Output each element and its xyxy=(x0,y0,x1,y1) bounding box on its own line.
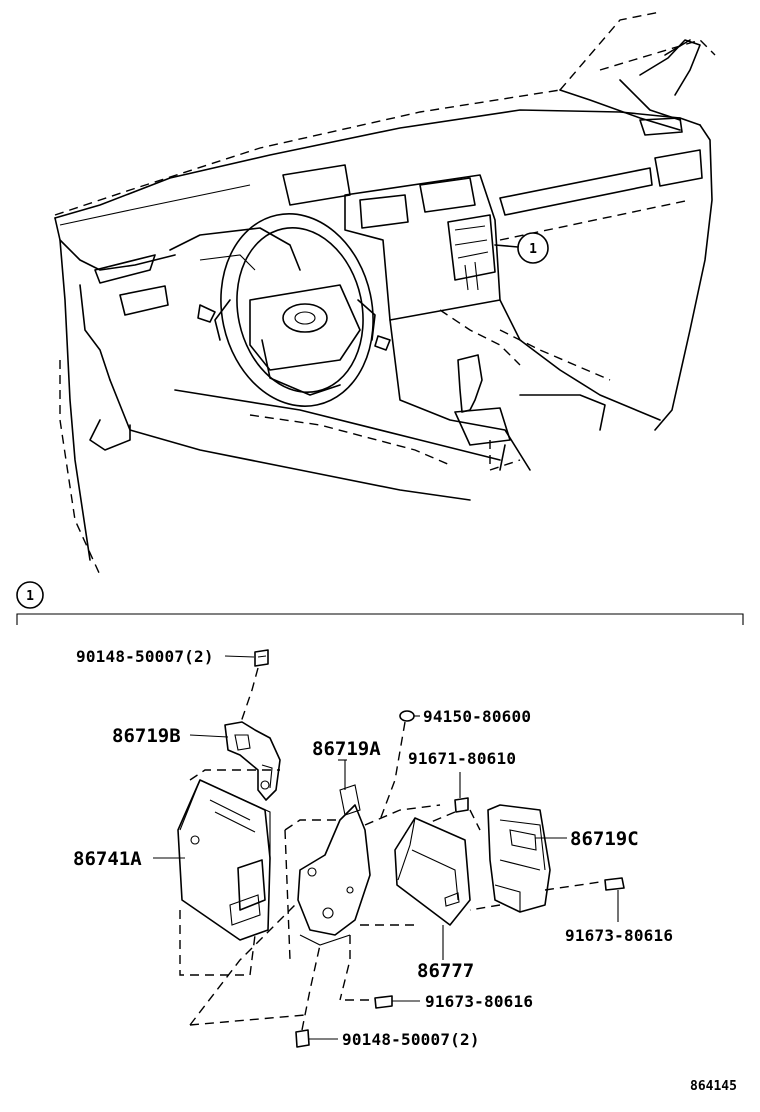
part-label-86777: 86777 xyxy=(417,960,474,982)
section-marker-number: 1 xyxy=(26,589,34,604)
part-label-86719b: 86719B xyxy=(112,725,181,747)
part-label-91673-right: 91673-80616 xyxy=(565,926,673,945)
part-label-90148-bottom: 90148-50007(2) xyxy=(342,1030,480,1049)
dashboard-illustration: 1 xyxy=(54,11,716,576)
part-label-86719c: 86719C xyxy=(570,828,639,850)
exploded-parts xyxy=(153,649,625,1048)
part-label-86741a: 86741A xyxy=(73,848,142,870)
part-label-94150: 94150-80600 xyxy=(423,707,531,726)
part-label-91673-lower: 91673-80616 xyxy=(425,992,533,1011)
part-label-90148-top: 90148-50007(2) xyxy=(76,647,214,666)
part-label-86719a: 86719A xyxy=(312,738,381,760)
diagram-id: 864145 xyxy=(690,1079,737,1094)
callout-number: 1 xyxy=(529,242,537,257)
part-label-91671: 91671-80610 xyxy=(408,749,516,768)
section-marker: 1 xyxy=(16,581,744,625)
callout-circle xyxy=(517,232,549,264)
